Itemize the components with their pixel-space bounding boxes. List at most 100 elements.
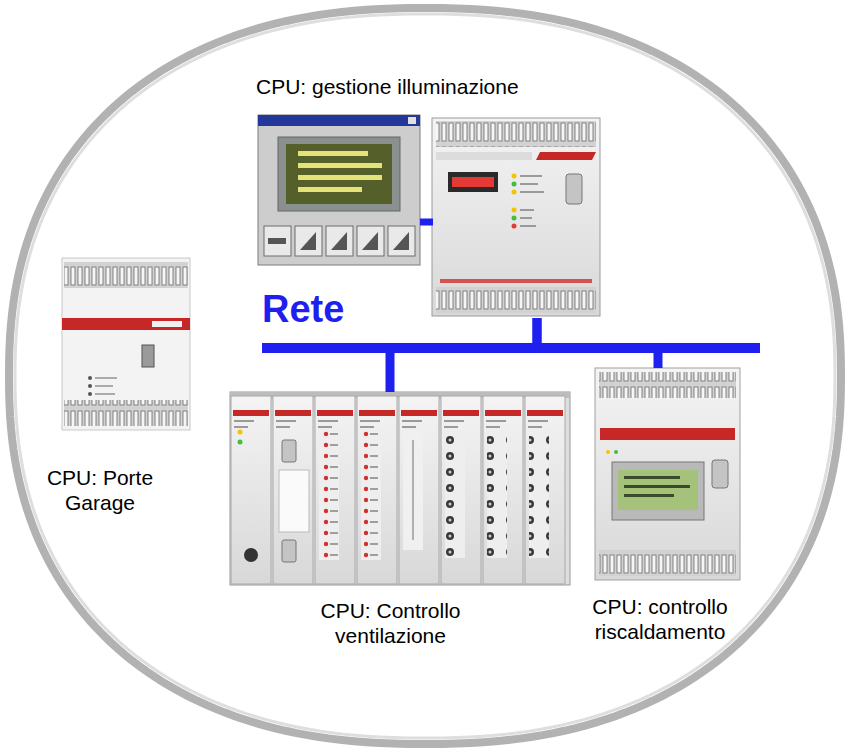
pcd2-controller-part [436,287,596,313]
pcd1-garage-controller [62,258,190,430]
pcd2-controller-part [566,174,582,204]
pcd4-rack-controller-part [231,396,271,584]
pcd2-controller-part [436,152,532,160]
pcd2-controller-part [436,121,596,147]
network-bus-part [420,219,433,226]
terminal-panel-part [331,232,347,250]
pcd1-heating-controller-part [624,476,680,479]
terminal-panel-part [300,232,316,250]
terminal-panel-part [326,226,353,256]
pcd2-controller-part [512,190,517,195]
pcd1-heating-controller-part [712,460,728,488]
pcd4-rack-controller-part [399,396,439,584]
pcd1-garage-controller-part [62,318,190,330]
pcd2-controller-part [512,216,517,221]
terminal-panel-part [408,117,416,124]
pcd4-rack-controller-part [315,396,355,584]
terminal-panel-part [357,226,384,256]
pcd4-rack-controller-part [319,428,339,560]
pcd1-heating-controller [595,368,740,580]
pcd2-controller-part [448,172,498,192]
controller-node: CPU: controllo riscaldamento [580,368,770,658]
pcd4-rack-controller-part [483,396,523,584]
pcd4-rack-controller-part [238,430,243,435]
boundary-ring-part [15,14,835,738]
pcd2-controller-part [536,152,596,160]
pcd2-controller-part [520,217,532,219]
pcd4-rack-controller-part [361,428,381,560]
terminal-panel-part [268,238,286,244]
pcd1-garage-controller-part [88,376,92,380]
pcd4-rack-controller-part [403,430,423,550]
pcd1-heating-controller-part [599,550,736,576]
controller-node: CPU: gestione illuminazione [250,70,605,318]
pcd4-rack-controller-part [273,396,313,584]
pcd1-heating-controller-part [624,485,690,488]
pcd1-garage-controller-part [95,385,113,387]
pcd1-heating-controller-part [612,462,704,520]
terminal-panel-part [286,144,392,204]
pcd2-controller-part [440,279,592,283]
pcd2-controller-part [520,209,534,211]
pcd1-garage-controller-part [88,392,92,396]
pcd1-heating-controller-part [595,368,740,580]
pcd1-heating-controller-part [614,450,618,454]
cpu-label: CPU: Controllo ventilazione [303,598,478,648]
network-link [537,318,658,368]
pcd1-garage-controller-part [64,400,188,426]
pcd4-rack-controller-part [244,548,258,562]
pcd4-rack-controller-part [487,430,507,558]
pcd4-rack-controller-part [230,392,570,585]
pcd1-heating-controller-part [599,372,736,398]
terminal-panel-part [388,226,415,256]
pcd4-rack-controller-part [445,430,465,558]
terminal-panel-part [258,115,420,265]
network-label: Rete [262,288,344,332]
terminal-panel-part [298,151,368,156]
pcd2-controller-part [512,224,517,229]
terminal-panel-part [298,163,382,168]
terminal-panel-part [258,115,420,126]
pcd2-controller-part [512,208,517,213]
pcd1-garage-controller-part [95,393,115,395]
terminal-panel-part [298,187,362,192]
pcd2-controller-part [452,177,494,187]
terminal-panel-part [264,226,291,256]
pcd4-rack-controller-part [529,430,549,558]
pcd1-heating-controller-part [618,470,698,510]
pcd1-heating-controller-part [624,494,674,497]
pcd2-controller-part [520,175,542,177]
controller-node: CPU: Porte Garage [38,255,198,522]
pcd1-garage-controller-part [62,258,190,430]
pcd1-garage-controller-part [142,345,154,367]
pcd1-garage-controller-part [152,321,182,327]
pcd4-rack-controller-part [279,470,309,532]
pcd1-heating-controller-part [600,428,735,440]
terminal-panel [258,115,420,265]
pcd1-heating-controller-part [606,450,610,454]
pcd1-garage-controller-part [88,384,92,388]
controller-node: CPU: Controllo ventilazione [225,392,575,657]
pcd2-controller-part [432,118,600,316]
pcd2-controller-part [520,225,536,227]
network-bus [262,222,760,348]
pcd4-rack-controller-part [238,440,243,445]
boundary-ring [9,8,841,744]
terminal-panel-part [393,232,409,250]
cpu-label: CPU: gestione illuminazione [256,74,596,99]
terminal-panel-part [298,175,382,180]
pcd2-controller-part [520,183,538,185]
pcd4-rack-controller-part [441,396,481,584]
pcd1-garage-controller-part [95,377,117,379]
terminal-panel-part [295,226,322,256]
pcd2-controller-part [512,182,517,187]
pcd2-controller-part [520,191,544,193]
pcd4-rack-controller-part [282,440,296,462]
cpu-label: CPU: Porte Garage [40,465,160,515]
terminal-panel-part [362,232,378,250]
pcd2-controller [432,118,600,316]
pcd4-rack-controller [230,392,570,585]
pcd4-rack-controller-part [282,540,296,562]
pcd4-rack-controller-part [525,396,565,584]
